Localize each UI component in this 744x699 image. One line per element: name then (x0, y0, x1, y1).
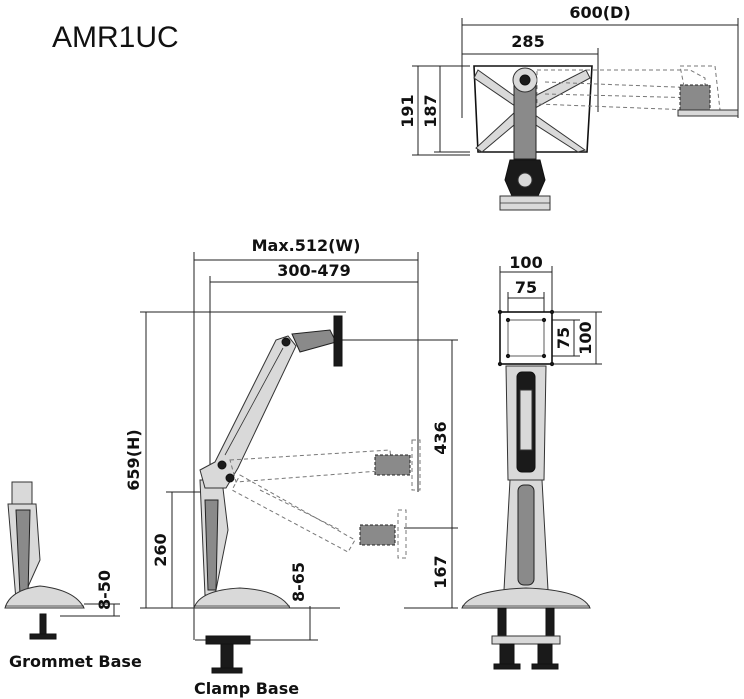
grommet-thickness-label: 8-50 (95, 570, 114, 610)
side-pole-label: 260 (151, 533, 170, 566)
side-reach-label: 300-479 (277, 261, 350, 280)
side-max-width-label: Max.512(W) (252, 236, 361, 255)
clamp-base-caption: Clamp Base (194, 679, 299, 698)
back-vesa-outer-width-label: 100 (509, 253, 542, 272)
top-width-label: 285 (511, 32, 544, 51)
back-vesa-outer-height-label: 100 (576, 321, 595, 354)
model-title: AMR1UC (52, 21, 179, 54)
top-height-outer-label: 191 (398, 94, 417, 127)
side-tilt-range-label: 436 (431, 421, 450, 454)
back-vesa-inner-width-label: 75 (515, 278, 537, 297)
grommet-base-caption: Grommet Base (9, 652, 142, 671)
back-vesa-inner-height-label: 75 (554, 327, 573, 349)
side-clamp-thickness-label: 8-65 (289, 562, 308, 602)
side-bottom-label: 167 (431, 555, 450, 588)
grommet-view: 8-50 (4, 481, 120, 640)
side-height-label: 659(H) (124, 429, 143, 490)
back-view: 100 75 75 100 (461, 253, 602, 670)
top-height-inner-label: 187 (421, 94, 440, 127)
top-view: 600(D) 285 191 187 (398, 3, 739, 211)
side-view: Max.512(W) 300-479 659(H) 260 8-65 436 1… (124, 236, 458, 674)
top-depth-label: 600(D) (569, 3, 630, 22)
